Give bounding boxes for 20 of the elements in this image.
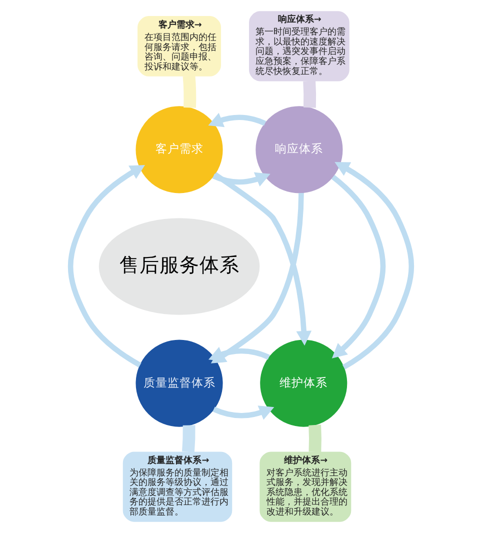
node-circle: 响应体系 (255, 106, 342, 194)
arrow (212, 406, 274, 420)
node-ellipse: 售后服务体系 (98, 218, 260, 315)
arrow (67, 165, 145, 368)
node-circle: 质量监督体系 (135, 340, 222, 427)
node-box: 响应体系→ 第一时间受理客户的需求，以最快的速度解决问题，遇突发事件启动应急预案，保障客户系统尽快恢复正常。 (248, 11, 349, 82)
node-circle: 客户需求 (135, 106, 222, 194)
arrow (330, 174, 386, 358)
arrow (208, 112, 266, 128)
node-box: 质量监督体系→ 为保障服务的质量制定相关的服务等级协议，通过满意度调查等方式评估服务的提供是否正常进行内部质量监督。 (122, 452, 232, 522)
arrow (334, 162, 414, 370)
connector (182, 75, 196, 108)
arrow (212, 172, 312, 346)
node-box: 维护体系→ 对客户系统进行主动式服务，发现并解决系统隐患，优化系统性能，并提出合理的改进和升级建议。 (259, 452, 351, 522)
node-box: 客户需求→ 在项目范围内的任何服务请求，包括咨询、问题申报、投诉和建议等。 (137, 16, 221, 76)
arrow (208, 346, 270, 362)
arrow (212, 172, 270, 186)
connector (308, 424, 321, 452)
connector (182, 425, 195, 452)
connector (302, 80, 316, 108)
